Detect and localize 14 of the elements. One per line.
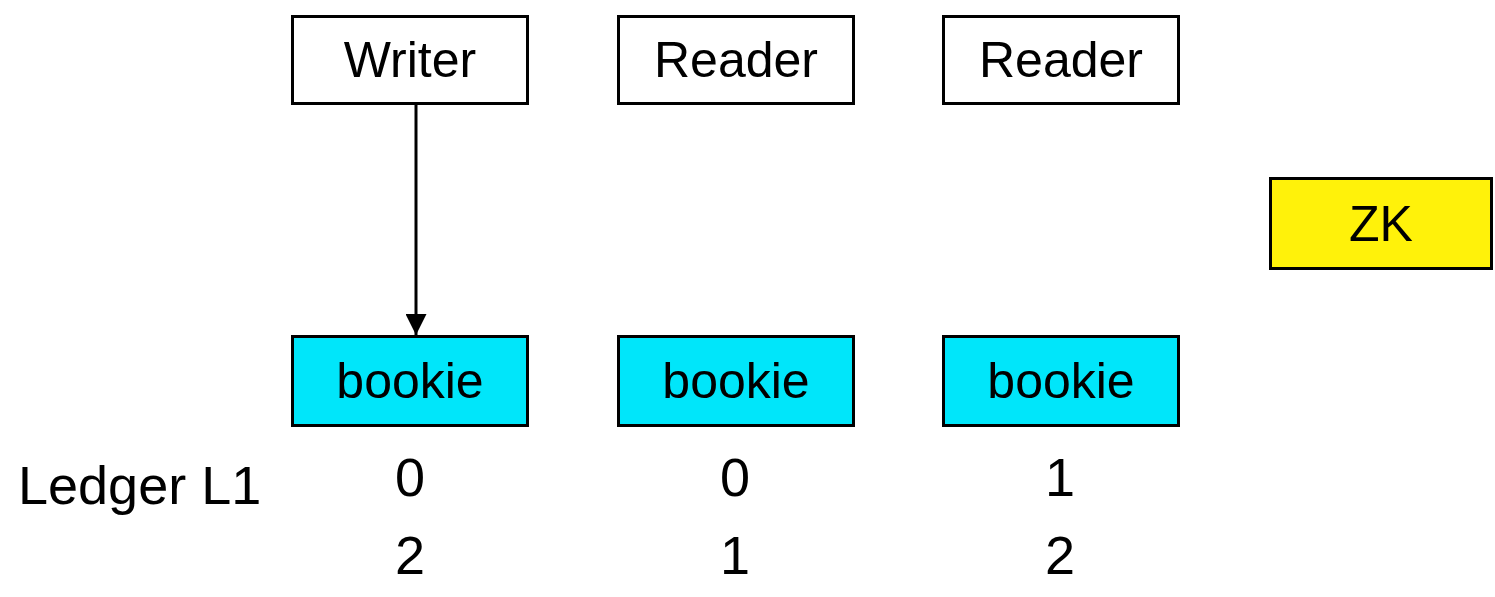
client-box: Writer <box>291 15 529 105</box>
ledger-number: 1 <box>718 528 751 582</box>
service-box: ZK <box>1269 177 1493 270</box>
ledger-number: 2 <box>1043 528 1076 582</box>
ledger-number: 2 <box>393 528 426 582</box>
ledger-number: 0 <box>718 450 751 504</box>
server-box: bookie <box>942 335 1180 427</box>
server-box: bookie <box>617 335 855 427</box>
client-box: Reader <box>617 15 855 105</box>
ledger-number: 0 <box>393 450 426 504</box>
arrow <box>405 105 427 335</box>
server-box: bookie <box>291 335 529 427</box>
client-box: Reader <box>942 15 1180 105</box>
ledger-number: 1 <box>1043 450 1076 504</box>
